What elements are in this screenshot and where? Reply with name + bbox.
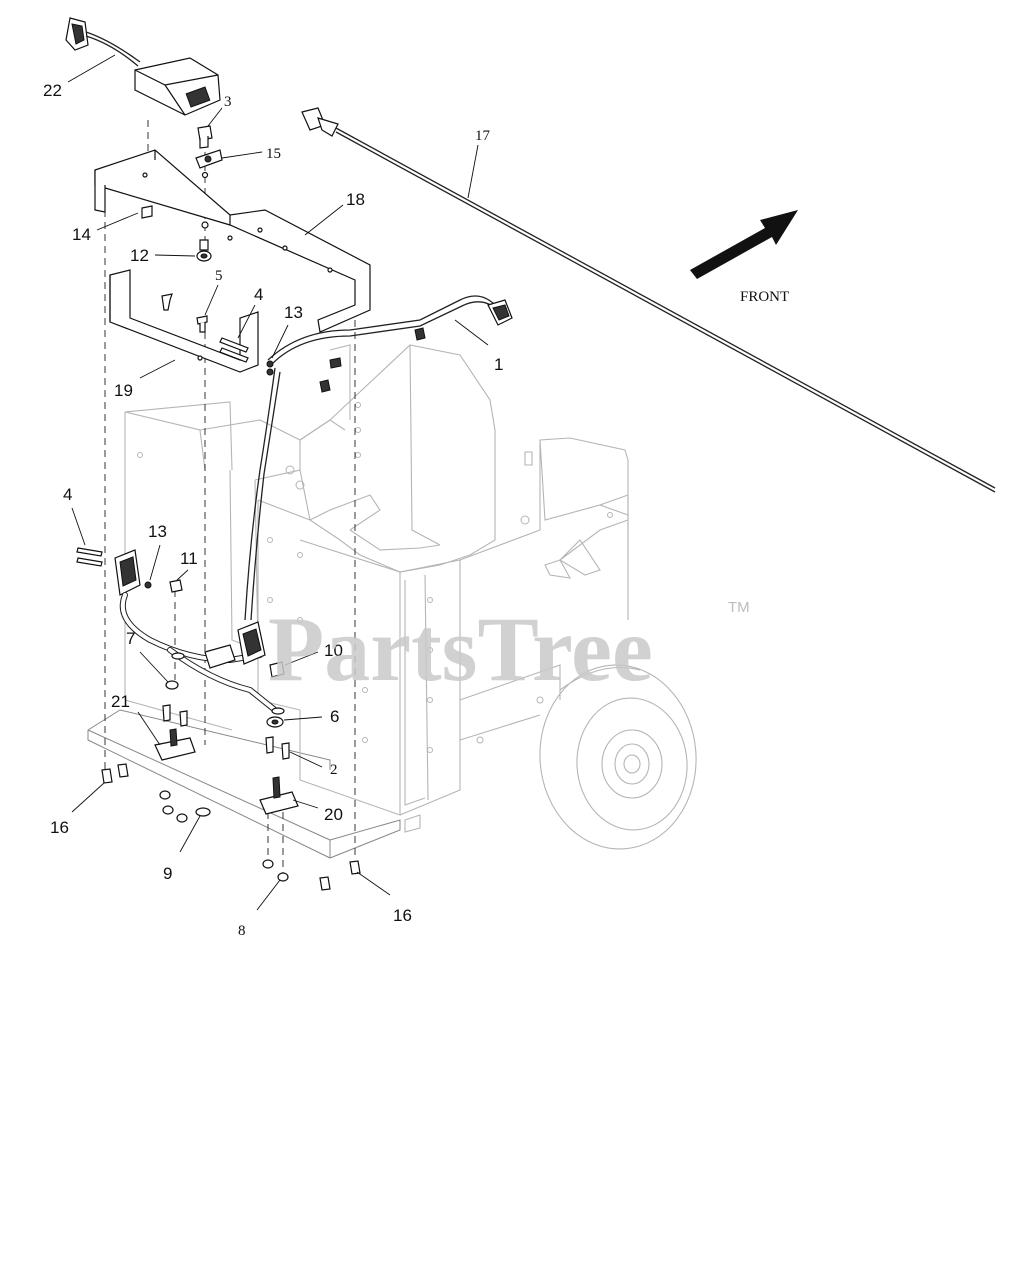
part-1-harness[interactable] — [244, 295, 513, 621]
callout-17: 17 — [475, 128, 491, 144]
callout-10: 10 — [324, 641, 343, 660]
callout-7: 7 — [126, 629, 135, 648]
callout-14: 14 — [72, 225, 91, 244]
callout-8: 8 — [238, 923, 246, 939]
part-17-cord[interactable] — [301, 107, 996, 493]
callout-9: 9 — [163, 864, 172, 883]
callout-12: 12 — [130, 246, 149, 265]
callout-22: 22 — [43, 81, 62, 100]
callout-4-lower: 4 — [63, 485, 72, 504]
lower-hardware[interactable] — [101, 704, 361, 891]
callout-21: 21 — [111, 692, 130, 711]
part-19-bracket[interactable] — [109, 269, 259, 373]
leader-lines — [67, 54, 489, 911]
callout-13-lower: 13 — [148, 522, 167, 541]
callout-18: 18 — [346, 190, 365, 209]
callout-16-left: 16 — [50, 818, 69, 837]
watermark: PartsTree — [268, 598, 653, 700]
callout-labels: 22 3 15 17 18 14 12 5 4 13 1 19 4 13 11 … — [43, 81, 503, 939]
part-18-bracket[interactable] — [94, 149, 371, 333]
callout-4-upper: 4 — [254, 285, 263, 304]
callout-6: 6 — [330, 707, 339, 726]
front-arrow-icon — [690, 210, 798, 279]
trademark-mark: TM — [728, 599, 750, 616]
battery-cable-assembly[interactable] — [76, 547, 285, 715]
callout-3: 3 — [224, 94, 232, 110]
callout-5: 5 — [215, 268, 223, 284]
upper-hardware[interactable] — [141, 125, 274, 376]
front-label: FRONT — [740, 289, 789, 305]
callout-16-right: 16 — [393, 906, 412, 925]
callout-15: 15 — [266, 146, 281, 162]
callout-2: 2 — [330, 762, 338, 778]
callout-20: 20 — [324, 805, 343, 824]
callout-19: 19 — [114, 381, 133, 400]
part-22-charger[interactable] — [65, 17, 221, 116]
callout-11: 11 — [180, 549, 198, 568]
callout-13-upper: 13 — [284, 303, 303, 322]
callout-1: 1 — [494, 355, 503, 374]
